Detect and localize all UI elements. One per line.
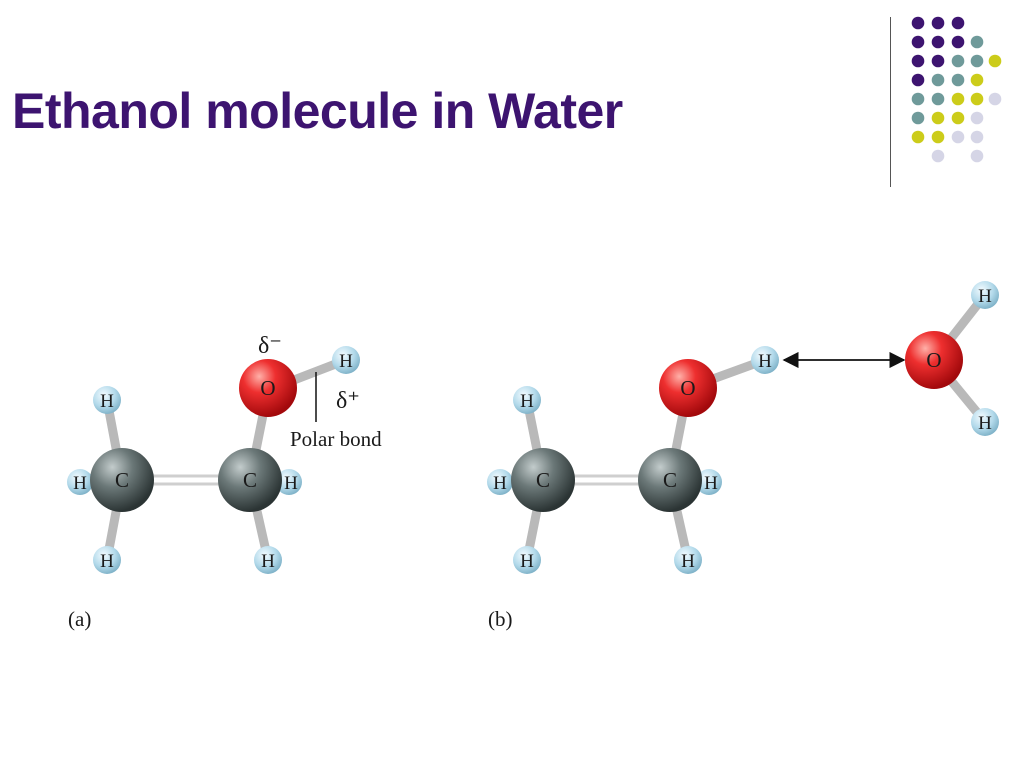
slide-title: Ethanol molecule in Water: [12, 83, 623, 139]
carbon-atom: [90, 448, 154, 512]
atom-label: H: [978, 286, 992, 307]
delta-minus-label: δ⁻: [258, 333, 282, 359]
panel-label-a: (a): [68, 607, 91, 631]
hydrogen-atom: [751, 346, 779, 374]
ethanol-molecule-a: H H C H C H H O H δ⁻ δ⁺ Polar bond (a): [67, 333, 382, 631]
deco-dot: [931, 149, 945, 163]
deco-dot: [951, 54, 965, 68]
atom-label: O: [680, 376, 695, 400]
deco-dot: [931, 16, 945, 30]
oxygen-atom: [239, 359, 297, 417]
deco-dot: [970, 130, 984, 144]
polar-bond-label: Polar bond: [290, 427, 382, 451]
hydrogen-atom: [487, 469, 513, 495]
deco-dot: [970, 149, 984, 163]
carbon-atom: [218, 448, 282, 512]
atom-label: H: [978, 413, 992, 434]
hydrogen-atom: [971, 281, 999, 309]
oxygen-atom: [905, 331, 963, 389]
deco-dot: [951, 130, 965, 144]
deco-dot: [911, 73, 925, 87]
deco-dot: [988, 92, 1002, 106]
deco-dot: [988, 54, 1002, 68]
deco-dot: [911, 92, 925, 106]
deco-dot: [970, 73, 984, 87]
delta-plus-label: δ⁺: [336, 388, 360, 414]
deco-dot: [951, 16, 965, 30]
carbon-atom: [638, 448, 702, 512]
deco-dot: [931, 54, 945, 68]
deco-dot: [911, 35, 925, 49]
deco-dot: [931, 130, 945, 144]
hydrogen-atom: [93, 386, 121, 414]
ethanol-molecule-b: H H C H C H H O H O H H (b): [487, 281, 999, 631]
hydrogen-atom: [67, 469, 93, 495]
atom-label: O: [926, 348, 941, 372]
hydrogen-atom: [674, 546, 702, 574]
deco-dot: [931, 111, 945, 125]
deco-dot: [911, 111, 925, 125]
atom-label: O: [260, 376, 275, 400]
atom-label: H: [520, 391, 534, 412]
ethanol-water-diagram: H H C H C H H O H δ⁻ δ⁺ Polar bond (a): [67, 281, 999, 631]
atom-label: H: [339, 351, 353, 372]
hydrogen-atom: [696, 469, 722, 495]
atom-label: H: [704, 473, 718, 494]
deco-dot: [931, 35, 945, 49]
deco-dot: [970, 54, 984, 68]
atom-label: H: [73, 473, 87, 494]
atom-label: H: [261, 551, 275, 572]
atom-label: C: [243, 468, 257, 492]
hydrogen-atom: [276, 469, 302, 495]
deco-dot: [911, 130, 925, 144]
decorative-dot-grid: [911, 16, 1002, 163]
deco-dot: [970, 92, 984, 106]
deco-dot: [951, 92, 965, 106]
water-molecule: O H H: [905, 281, 999, 436]
atom-label: H: [520, 551, 534, 572]
atom-label: H: [758, 351, 772, 372]
carbon-atom: [511, 448, 575, 512]
deco-dot: [951, 111, 965, 125]
atom-label: H: [493, 473, 507, 494]
hydrogen-atom: [513, 386, 541, 414]
atom-label: C: [536, 468, 550, 492]
deco-dot: [931, 73, 945, 87]
hydrogen-atom: [513, 546, 541, 574]
hydrogen-atom: [332, 346, 360, 374]
deco-dot: [911, 54, 925, 68]
atom-label: H: [284, 473, 298, 494]
atom-label: H: [100, 391, 114, 412]
panel-label-b: (b): [488, 607, 513, 631]
decorative-divider-line: [890, 17, 891, 187]
atom-label: H: [100, 551, 114, 572]
deco-dot: [970, 35, 984, 49]
deco-dot: [911, 16, 925, 30]
bonds-b: [495, 290, 990, 565]
atom-label: C: [663, 468, 677, 492]
deco-dot: [931, 92, 945, 106]
atom-label: H: [681, 551, 695, 572]
atom-label: C: [115, 468, 129, 492]
deco-dot: [970, 111, 984, 125]
hydrogen-atom: [254, 546, 282, 574]
deco-dot: [951, 35, 965, 49]
hydrogen-atom: [93, 546, 121, 574]
oxygen-atom: [659, 359, 717, 417]
hydrogen-atom: [971, 408, 999, 436]
deco-dot: [951, 73, 965, 87]
